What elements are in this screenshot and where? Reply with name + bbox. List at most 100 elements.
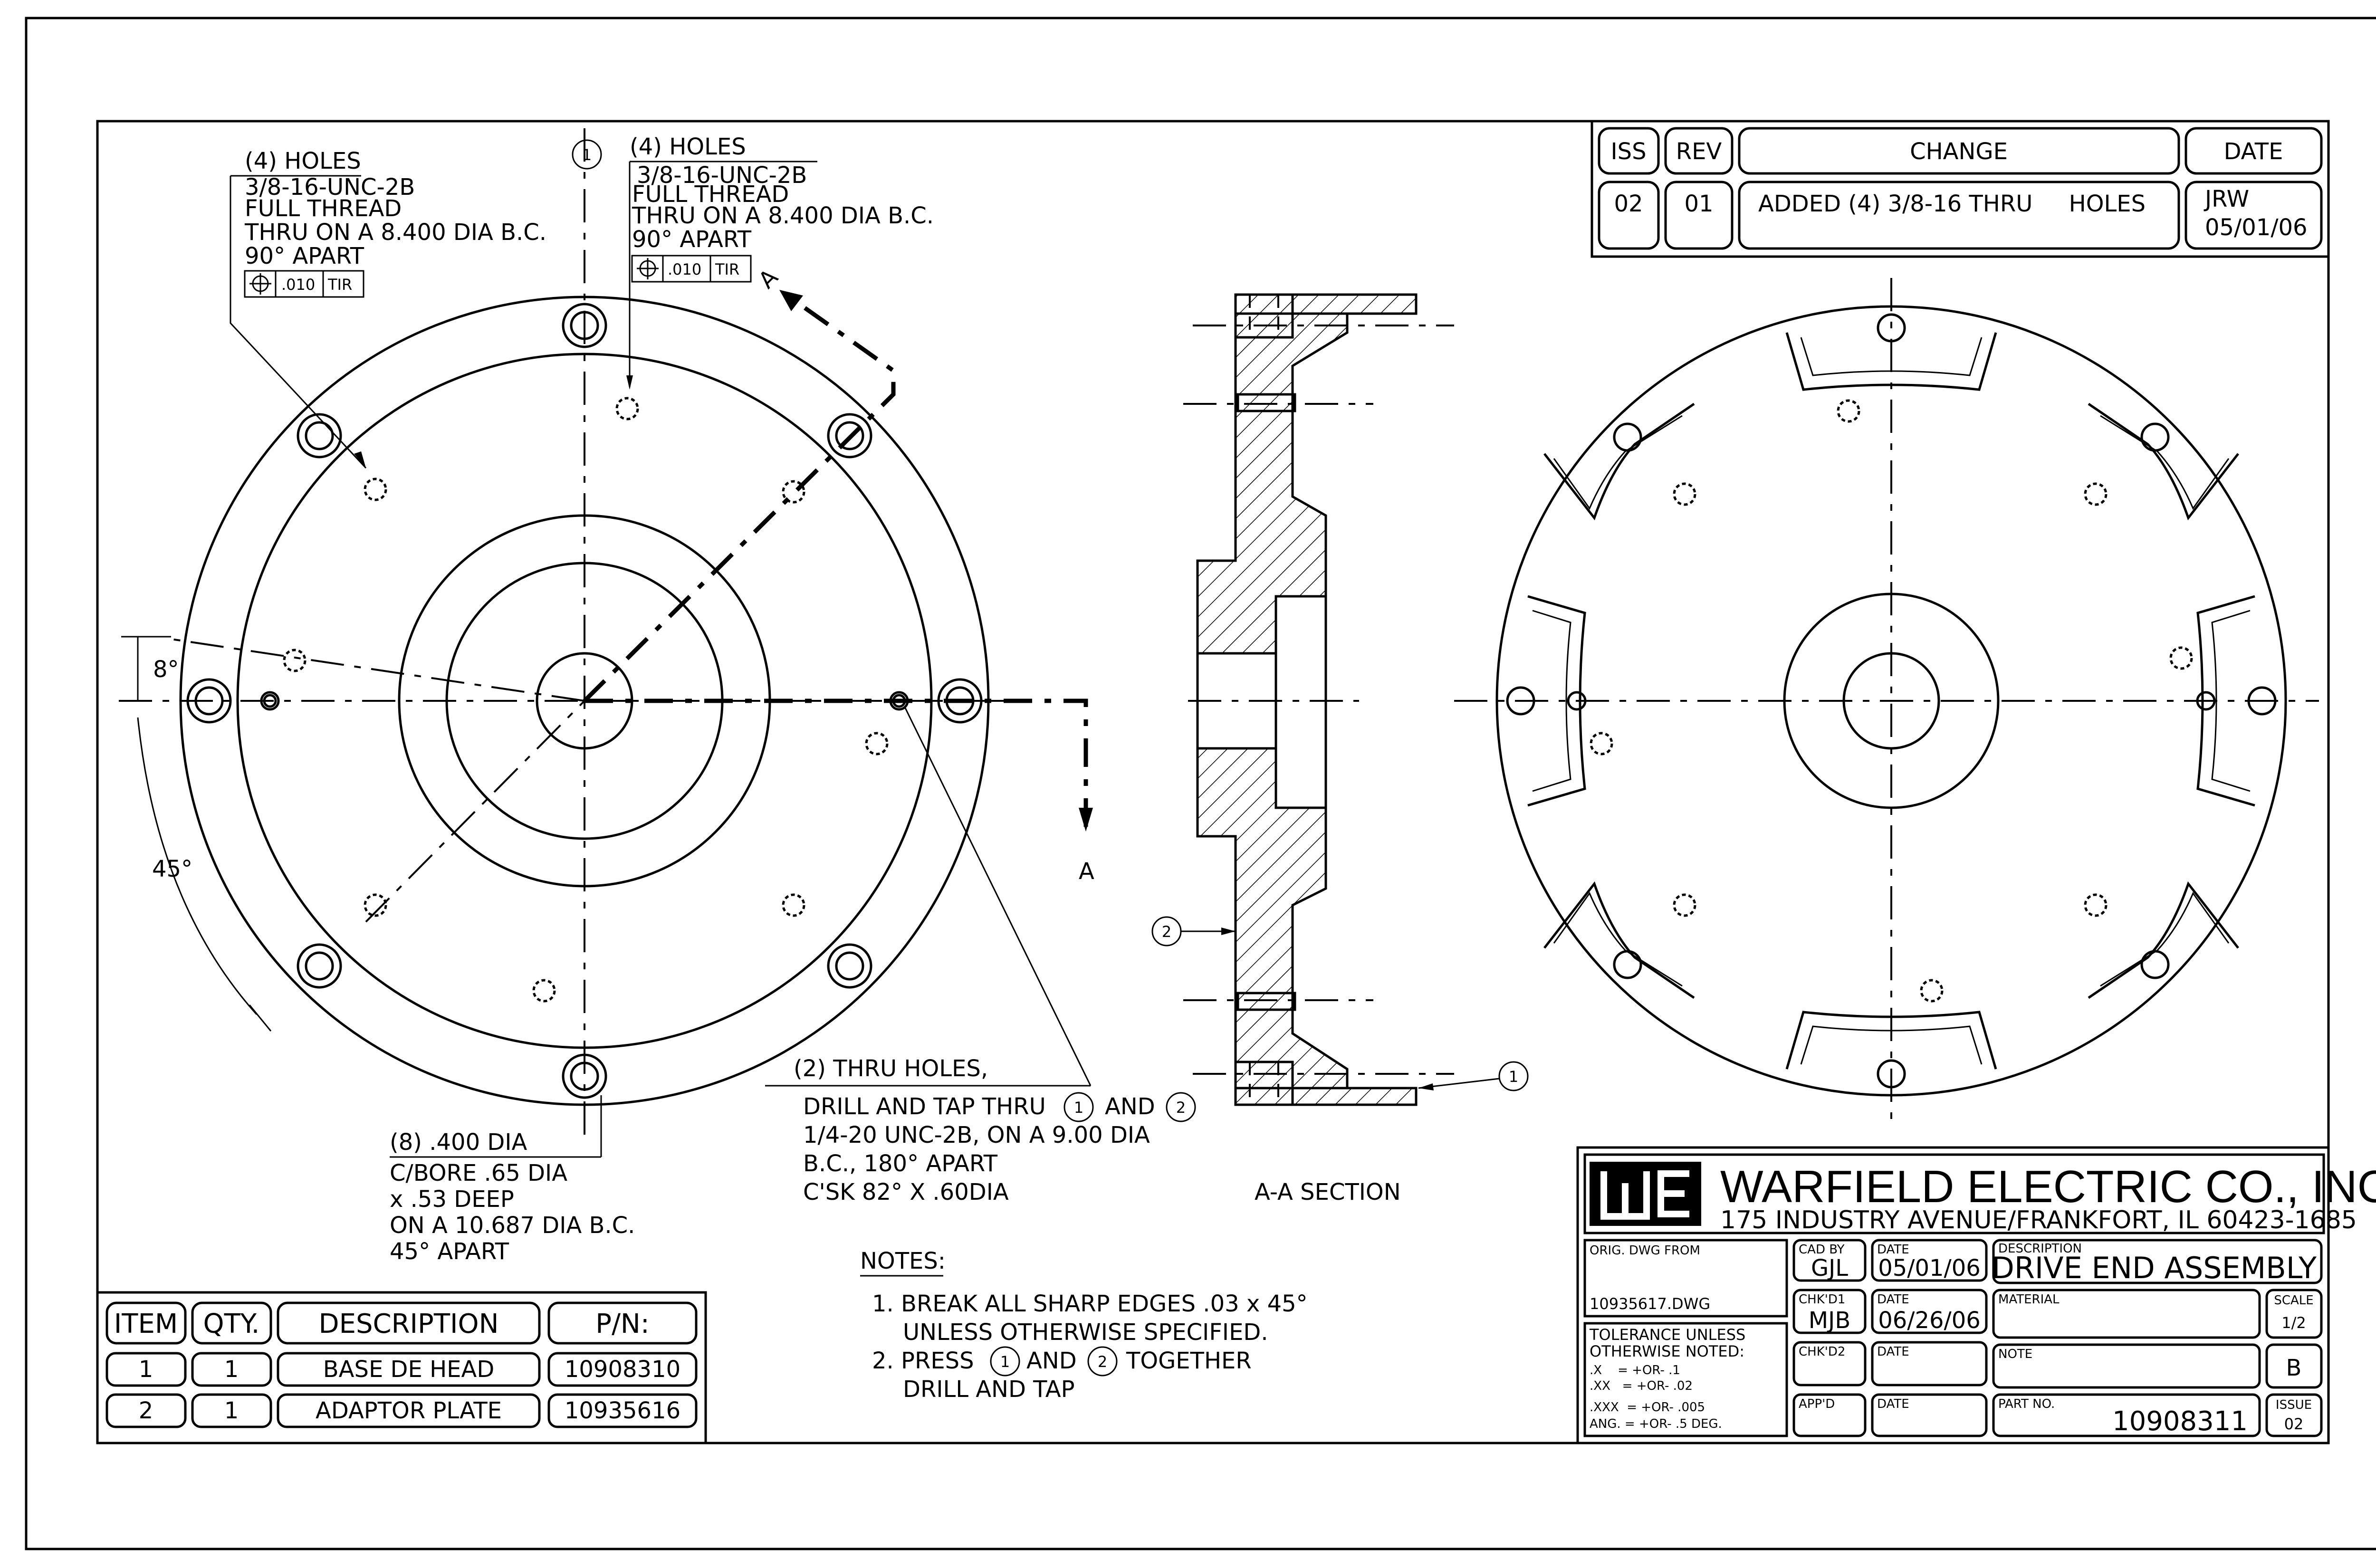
company-address: 175 INDUSTRY AVENUE/FRANKFORT, IL 60423-… [1720, 1206, 2357, 1234]
cbore-line-2: C/BORE .65 DIA [390, 1160, 567, 1186]
bom-row-2-description: ADAPTOR PLATE [316, 1397, 502, 1424]
revision-block: ISS REV CHANGE DATE 02 01 ADDED (4) 3/8-… [1590, 120, 2330, 258]
balloon-top [572, 139, 602, 170]
issue-label: ISSUE [2276, 1398, 2312, 1412]
holes-left-line-3: THRU ON A 8.400 DIA B.C. [244, 219, 546, 246]
rear-holes [1506, 313, 2277, 1089]
title-block: WARFIELD ELECTRIC CO., INC. 175 INDUSTRY… [1576, 1146, 2376, 1444]
holes-right-title: (4) HOLES [630, 134, 746, 160]
bill-of-materials: ITEM QTY. DESCRIPTION P/N: 1 1 BASE DE H… [96, 1291, 707, 1444]
holes-right-tol: .010 [668, 260, 701, 278]
cbore-line-5: 45° APART [390, 1238, 509, 1265]
note-2-balloon-1-text: 1 [1000, 1353, 1010, 1371]
scale-label: SCALE [2274, 1293, 2313, 1308]
thru-title: (2) THRU HOLES, [794, 1055, 988, 1082]
section-label: A-A SECTION [1255, 1179, 1401, 1205]
bom-row-2-pn: 10935616 [565, 1397, 680, 1424]
balloon-top-text: 1 [582, 146, 592, 164]
rev-header-iss: ISS [1610, 138, 1646, 165]
rev-iss-value: 02 [1614, 191, 1643, 217]
thru-balloon-1-text: 1 [1074, 1099, 1083, 1117]
holes-right-tolerance-frame: .010 TIR [631, 255, 752, 283]
section-balloon-2-text: 2 [1162, 923, 1171, 941]
holes-left-tol: .010 [281, 276, 315, 294]
bom-row-1-item: 1 [139, 1356, 153, 1383]
date-1-value: 05/01/06 [1878, 1255, 1981, 1281]
company-logo [1590, 1162, 1701, 1226]
bom-header-qty: QTY. [203, 1309, 260, 1339]
note-value: B [2286, 1355, 2302, 1381]
bom-header-item: ITEM [114, 1309, 178, 1339]
outer-border [25, 17, 2376, 1550]
thru-line-1b: AND [1105, 1093, 1155, 1120]
bom-row-2-qty: 1 [224, 1397, 239, 1424]
chk1-value: MJB [1809, 1307, 1851, 1334]
cad-by-label: CAD BY [1799, 1243, 1845, 1257]
cbore-line-1: (8) .400 DIA [390, 1129, 527, 1156]
notes-title: NOTES: [860, 1248, 946, 1274]
thru-balloon-2-text: 2 [1176, 1099, 1186, 1117]
tolerance-line-6: ANG. = +OR- .5 DEG. [1590, 1417, 1722, 1431]
appd-label: APP'D [1799, 1397, 1835, 1411]
thru-line-1a: DRILL AND TAP THRU [803, 1093, 1046, 1120]
description-value: DRIVE END ASSEMBLY [1992, 1251, 2317, 1285]
material-label: MATERIAL [1998, 1292, 2060, 1307]
cbore-line-4: ON A 10.687 DIA B.C. [390, 1212, 635, 1239]
date-2-label: DATE [1877, 1292, 1909, 1307]
description-label: DESCRIPTION [1998, 1242, 2082, 1256]
holes-right-line-2: FULL THREAD [632, 181, 789, 208]
note-2-balloon-2 [1087, 1346, 1118, 1377]
part-label: PART NO. [1998, 1397, 2055, 1411]
notes: NOTES: 1. BREAK ALL SHARP EDGES .03 x 45… [860, 1248, 1308, 1403]
holes-left-line-4: 90° APART [245, 243, 364, 269]
rev-date-value: 05/01/06 [2205, 214, 2308, 241]
angle-45: 45° [152, 856, 192, 882]
rev-header-date: DATE [2224, 138, 2283, 165]
note-label: NOTE [1998, 1347, 2032, 1361]
thru-line-3: B.C., 180° APART [803, 1150, 998, 1177]
rev-header-change: CHANGE [1910, 138, 2008, 165]
section-letter-top: A [753, 264, 783, 294]
bom-row-1-pn: 10908310 [565, 1356, 680, 1383]
rev-header-rev: REV [1676, 138, 1722, 165]
note-2-a: 2. PRESS [872, 1348, 974, 1374]
rev-by-value: JRW [2204, 186, 2249, 212]
chk2-label: CHK'D2 [1799, 1345, 1845, 1359]
bom-row-1-description: BASE DE HEAD [323, 1356, 495, 1383]
date-3-label: DATE [1877, 1345, 1909, 1359]
front-view: A A (4) HOLES [119, 128, 1196, 1265]
tolerance-line-4: .XX = +OR- .02 [1590, 1379, 1693, 1393]
date-1-label: DATE [1877, 1243, 1909, 1257]
rev-rev-value: 01 [1684, 191, 1713, 217]
date-2-value: 06/26/06 [1878, 1307, 1981, 1334]
holes-left-line-1: 3/8-16-UNC-2B [245, 174, 415, 201]
cad-by-value: GJL [1811, 1255, 1848, 1281]
section-balloon-1-text: 1 [1509, 1068, 1518, 1086]
bom-header-description: DESCRIPTION [318, 1309, 498, 1339]
tolerance-line-5: .XXX = +OR- .005 [1590, 1400, 1705, 1415]
note-1-line-1: 1. BREAK ALL SHARP EDGES .03 x 45° [872, 1291, 1308, 1317]
holes-right-tir: TIR [715, 260, 739, 278]
section-view: 2 1 A-A SECTION [1151, 293, 1529, 1205]
rear-slots [1527, 332, 2255, 1070]
section-balloon-1 [1498, 1061, 1529, 1091]
tolerance-line-2: OTHERWISE NOTED: [1590, 1342, 1744, 1360]
tolerance-line-3: .X = +OR- .1 [1590, 1363, 1680, 1377]
thru-balloon-2 [1166, 1092, 1196, 1122]
holes-right-line-3: THRU ON A 8.400 DIA B.C. [632, 202, 934, 229]
drawing-frame [96, 120, 2330, 1444]
holes-right-line-1: 3/8-16-UNC-2B [637, 162, 807, 189]
orig-label: ORIG. DWG FROM [1590, 1243, 1700, 1258]
section-letter-bottom: A [1079, 858, 1094, 885]
tolerance-line-1: TOLERANCE UNLESS [1589, 1326, 1745, 1344]
orig-value: 10935617.DWG [1590, 1295, 1710, 1313]
rear-view [1454, 278, 2319, 1126]
date-4-label: DATE [1877, 1397, 1909, 1411]
thru-balloon-1 [1063, 1092, 1094, 1122]
note-2-balloon-1 [990, 1346, 1020, 1377]
bom-header-pn: P/N: [595, 1309, 649, 1339]
holes-left-line-2: FULL THREAD [245, 195, 402, 222]
holes-right-line-4: 90° APART [632, 226, 752, 253]
rev-change-value: ADDED (4) 3/8-16 THRU HOLES [1758, 191, 2146, 217]
